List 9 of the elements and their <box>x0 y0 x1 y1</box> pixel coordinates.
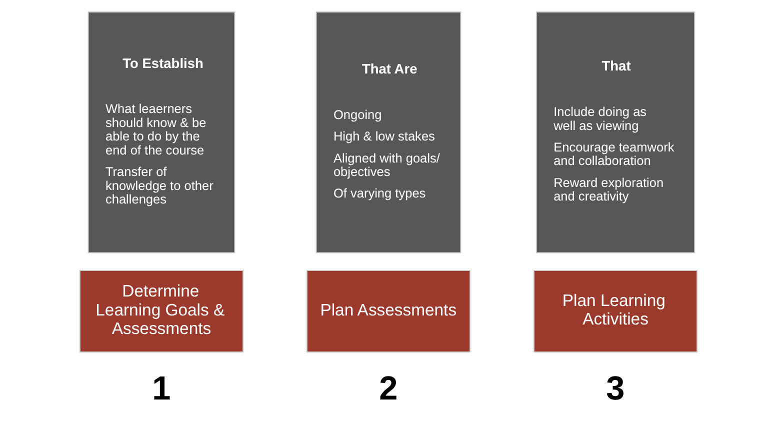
label: 2 <box>379 370 398 408</box>
node-box: Plan Assessments <box>306 270 471 353</box>
label: 3 <box>606 370 625 408</box>
label: 1 <box>152 370 171 408</box>
node-box: Determine Learning Goals & Assessments <box>79 270 244 353</box>
node-box: That Include doing as well as viewing Encourage teamwork and collaboration Reward exploration and creativity <box>536 12 696 254</box>
node-box: That Are Ongoing High & low stakes Aligned with goals/ objectives Of varying types <box>316 12 462 254</box>
node-box: To Establish What leaerners should know & be able to do by the end of the course Transfer of knowledge to other challenges <box>88 12 236 254</box>
node-box: Plan Learning Activities <box>533 270 698 353</box>
